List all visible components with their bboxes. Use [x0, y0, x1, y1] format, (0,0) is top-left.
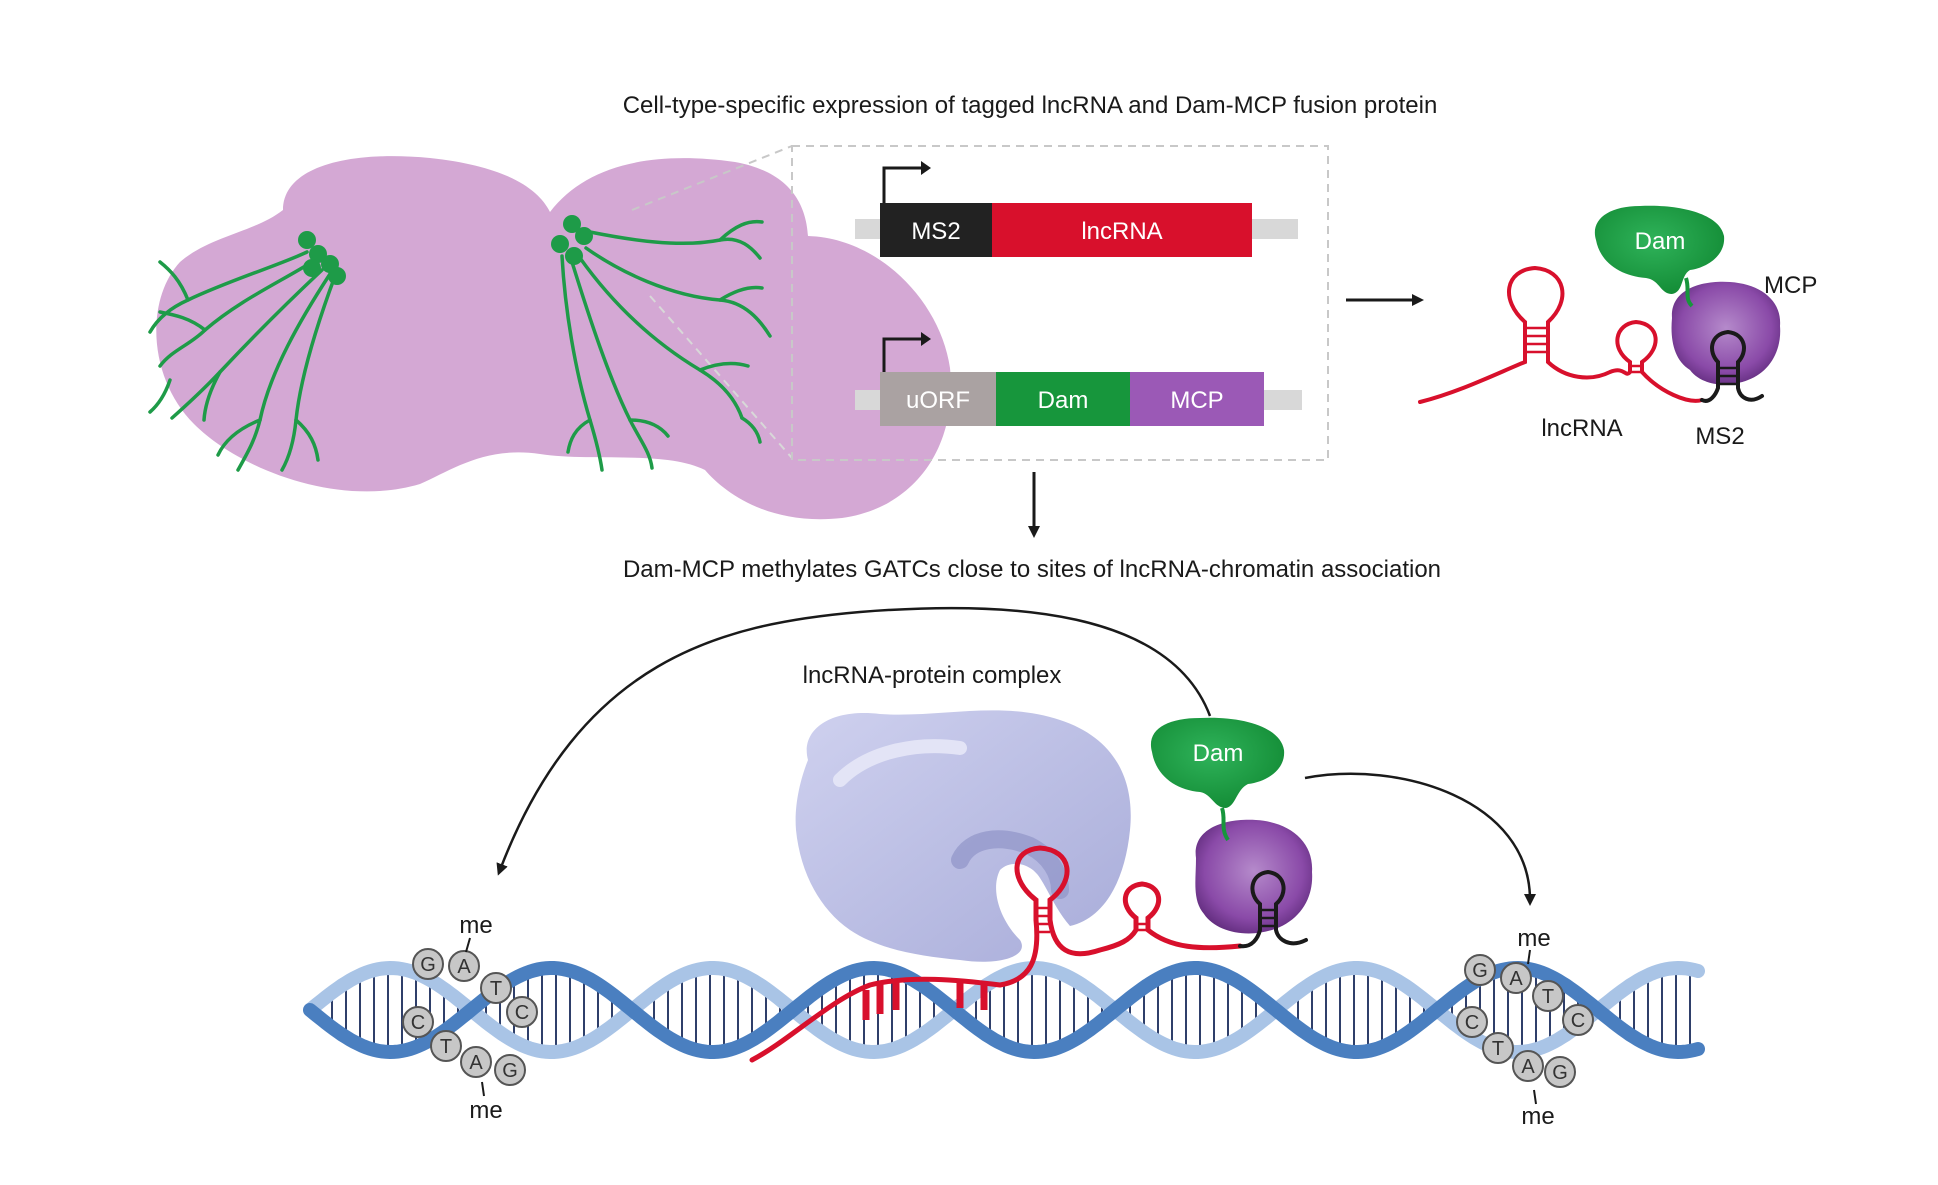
chromatin-dam-blob [1150, 717, 1285, 808]
methyl-mark-right-top: me [1517, 925, 1550, 952]
gatcRight-bottom-1-circle [1482, 1032, 1514, 1064]
gatcLeft-top-0-label: G [420, 954, 436, 976]
chromatin-mcp-blob [1195, 819, 1313, 934]
ms2-segment-label: MS2 [911, 218, 960, 245]
complex-pocket-shadow [951, 830, 1069, 899]
dam-segment-label: Dam [1038, 387, 1089, 414]
mcp-segment [1130, 372, 1264, 426]
schematic-lncrna-label: lncRNA [1541, 415, 1622, 442]
chromatin-lncrna-strand [749, 845, 1243, 1063]
gatcLeft-top-3-circle [506, 996, 538, 1028]
reporter-promoter-arrow [882, 166, 925, 203]
middle-caption: Dam-MCP methylates GATCs close to sites … [623, 556, 1441, 583]
arc-arrow-right [1304, 772, 1536, 906]
gatcRight-bottom-2-label: A [1521, 1056, 1535, 1078]
gatcRight-top-3-circle [1562, 1004, 1594, 1036]
methyl-tick-left-bottom [481, 1081, 485, 1097]
gatcLeft-top-0-circle [412, 948, 444, 980]
mcp-segment-label: MCP [1170, 387, 1223, 414]
gatcLeft-bottom-3-circle [494, 1054, 526, 1086]
schematic-dam-label: Dam [1635, 228, 1686, 255]
gatcLeft-bottom-0-label: C [411, 1012, 425, 1034]
gatcRight-top-1-label: A [1509, 968, 1523, 990]
schematic-lncrna-strand [1418, 265, 1704, 404]
ms2-segment [880, 203, 992, 257]
zoom-line-bottom [649, 295, 793, 459]
lncrna-segment-label: lncRNA [1081, 218, 1162, 245]
brain-illustration [148, 145, 951, 520]
gatcLeft-top-3-label: C [515, 1002, 529, 1024]
gatcLeft-bottom-2-circle [460, 1046, 492, 1078]
chromatin-dam-label: Dam [1193, 740, 1244, 767]
left-neuron-bodies [298, 231, 346, 285]
gatcRight-bottom-0-label: C [1465, 1012, 1479, 1034]
methyl-mark-left-bottom: me [469, 1097, 502, 1124]
brain-outline [156, 156, 951, 520]
methyl-mark-right-bottom: me [1521, 1103, 1554, 1130]
gatcLeft-bottom-1-circle [430, 1030, 462, 1062]
chromatin-linker [1220, 807, 1230, 842]
construct-panel [791, 145, 1329, 461]
zoom-line-top [631, 145, 793, 211]
right-neuron-bodies [551, 215, 593, 265]
right-neuron-cluster [560, 219, 772, 472]
lncrna-protein-complex [795, 710, 1131, 962]
gatcRight-top-2-circle [1532, 980, 1564, 1012]
chromatin-lncrna-pairs [1036, 906, 1148, 934]
gatcLeft-bottom-1-label: T [440, 1036, 452, 1058]
rna-protein-schematic: Dam MCP lncRNA MS2 [1418, 205, 1817, 450]
gatcRight-top-0-circle [1464, 954, 1496, 986]
schematic-linker [1684, 277, 1694, 308]
reporter-construct: MS2 lncRNA [855, 161, 1298, 257]
uorf-segment-label: uORF [906, 387, 970, 414]
methyl-tick-left-top [465, 937, 471, 953]
top-caption: Cell-type-specific expression of tagged … [623, 92, 1438, 119]
dna-strand-dark [303, 960, 1705, 1060]
gatcLeft-bottom-2-label: A [469, 1052, 483, 1074]
schematic-ms2-hairpin [1700, 329, 1764, 403]
gatcRight-top-2-label: T [1542, 986, 1554, 1008]
gatcRight-bottom-3-circle [1544, 1056, 1576, 1088]
schematic-mcp-label: MCP [1764, 272, 1817, 299]
gatcRight-bottom-0-circle [1456, 1006, 1488, 1038]
gatcLeft-top-1-circle [448, 950, 480, 982]
dam-segment [996, 372, 1130, 426]
arc-arrow-left [496, 606, 1212, 876]
left-neuron-cluster [148, 250, 337, 472]
gatcRight-top-0-label: G [1472, 960, 1488, 982]
gatcLeft-bottom-3-label: G [502, 1060, 518, 1082]
schematic-ms2-label: MS2 [1695, 423, 1744, 450]
gatcLeft-top-1-label: A [457, 956, 471, 978]
schematic-dam-blob [1594, 205, 1725, 294]
uorf-segment [880, 372, 996, 426]
complex-caption: lncRNA-protein complex [803, 662, 1062, 689]
gatcLeft-bottom-0-circle [402, 1006, 434, 1038]
chromatin-ms2-hairpin [1238, 869, 1308, 949]
methyl-tick-right-top [1527, 949, 1531, 965]
gatcRight-top-1-circle [1500, 962, 1532, 994]
gatcLeft-top-2-label: T [490, 978, 502, 1000]
complex-highlight [833, 739, 967, 787]
gatcLeft-top-2-circle [480, 972, 512, 1004]
fusion-construct: uORF Dam MCP [855, 332, 1302, 426]
gatcRight-top-3-label: C [1571, 1010, 1585, 1032]
triplex-contacts [862, 980, 988, 1020]
methyl-tick-right-bottom [1533, 1089, 1537, 1105]
fusion-promoter-arrow [882, 337, 925, 372]
gatcRight-bottom-2-circle [1512, 1050, 1544, 1082]
lncrna-segment [992, 203, 1252, 257]
methyl-mark-left-top: me [459, 912, 492, 939]
gatcRight-bottom-1-label: T [1492, 1038, 1504, 1060]
gatcRight-bottom-3-label: G [1552, 1062, 1568, 1084]
